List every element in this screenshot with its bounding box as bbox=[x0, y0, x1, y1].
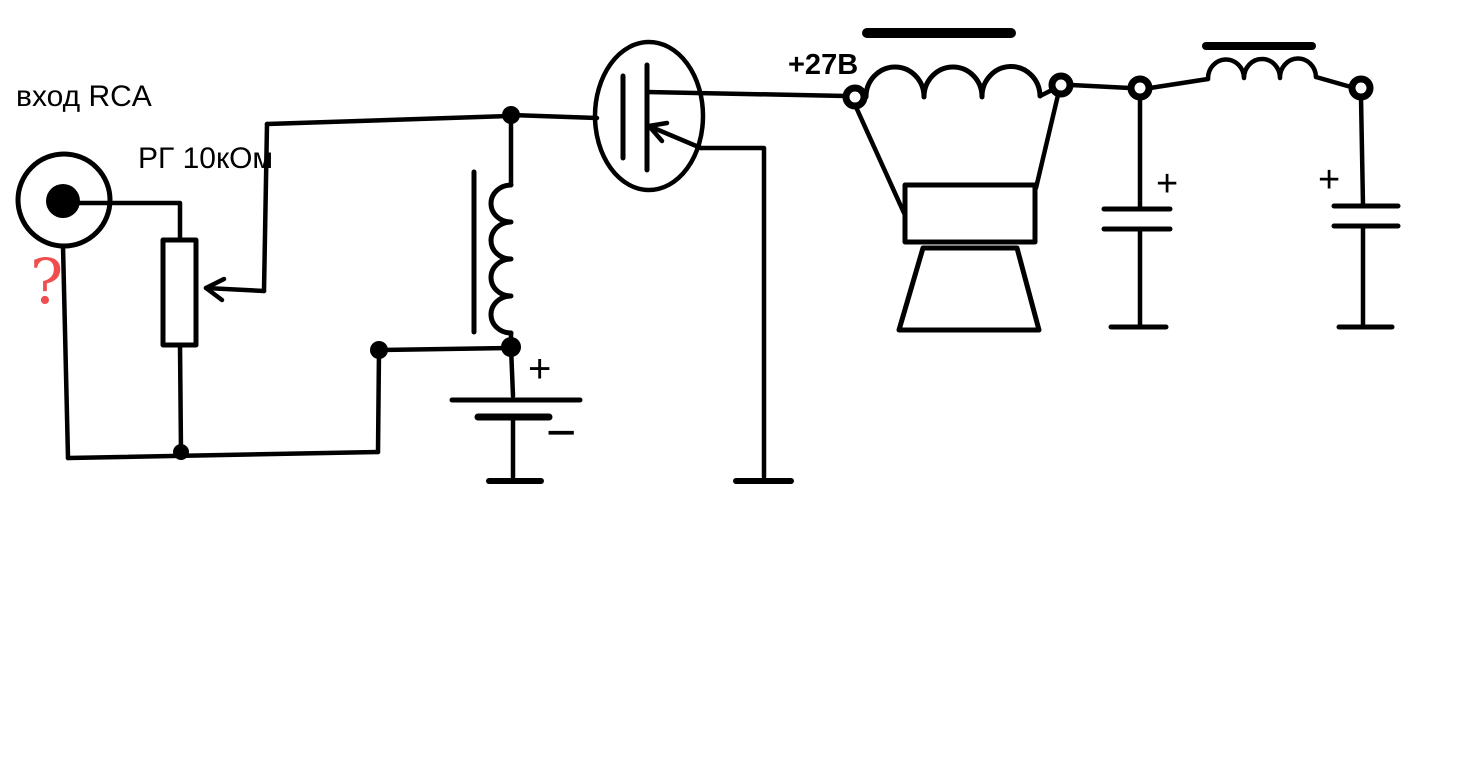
wire-to-filter-inductor bbox=[1147, 76, 1211, 91]
cap2-node-terminal bbox=[1348, 75, 1374, 101]
output-coil-symbol bbox=[842, 28, 1074, 110]
wire-to-cap1 bbox=[1068, 82, 1133, 91]
input-label: вход RCA bbox=[16, 80, 152, 113]
supply-voltage-label: +27В bbox=[788, 49, 858, 81]
junction-dots bbox=[173, 106, 521, 460]
transistor-symbol bbox=[592, 39, 849, 484]
potentiometer-body bbox=[160, 237, 199, 348]
transistor-source-arrow-icon bbox=[646, 120, 670, 144]
wires bbox=[60, 112, 600, 461]
battery-plus-label: + bbox=[528, 347, 551, 391]
cap1-node-terminal bbox=[1127, 75, 1153, 101]
wire-rca-to-pot bbox=[77, 200, 183, 243]
wire-wiper-riser bbox=[261, 121, 270, 294]
potentiometer-symbol bbox=[160, 237, 199, 348]
junction-gate-node bbox=[502, 106, 520, 124]
capacitor2-symbol bbox=[1331, 94, 1401, 330]
wire-gate bbox=[508, 112, 600, 121]
transistor-envelope bbox=[592, 39, 706, 193]
rca-center-pin bbox=[46, 184, 80, 218]
wire-top bbox=[264, 113, 513, 127]
capacitor1-symbol bbox=[1101, 94, 1173, 330]
cap1-plus-label: + bbox=[1156, 163, 1178, 205]
loudspeaker-symbol bbox=[853, 92, 1061, 333]
junction-choke-battery bbox=[501, 337, 521, 357]
wire-rca-shield-down bbox=[60, 243, 71, 461]
coil-terminal-right bbox=[1048, 72, 1074, 98]
speaker-lead-left bbox=[853, 104, 907, 216]
rca-connector-symbol bbox=[15, 151, 113, 249]
filter-section bbox=[1068, 42, 1374, 101]
coil-terminal-left bbox=[842, 84, 868, 110]
question-mark-annotation: ? bbox=[30, 245, 63, 318]
cap2-plus-label: + bbox=[1318, 159, 1340, 201]
wire-bottom-rail bbox=[65, 449, 381, 461]
cap2-top-lead bbox=[1358, 94, 1366, 208]
coil-end-link bbox=[1037, 87, 1055, 99]
wire-wiper-shaft bbox=[203, 285, 267, 294]
wire-pot-bottom bbox=[177, 342, 184, 455]
output-coil-winding bbox=[863, 64, 1043, 100]
wiper-arrow-icon bbox=[203, 276, 227, 303]
choke-inductor-symbol bbox=[471, 112, 514, 350]
speaker-cone bbox=[896, 245, 1042, 333]
transistor-drain-wire bbox=[644, 89, 849, 99]
wire-to-cap2 bbox=[1313, 74, 1354, 90]
filter-inductor-winding bbox=[1205, 56, 1319, 82]
wire-rail-riser bbox=[375, 347, 382, 455]
rca-outer-ring bbox=[15, 151, 113, 249]
speaker-magnet-box bbox=[902, 182, 1038, 245]
choke-coil bbox=[488, 182, 514, 336]
wire-mid bbox=[376, 345, 514, 353]
junction-pot-rail bbox=[173, 444, 189, 460]
transistor-source-diagonal bbox=[646, 123, 704, 151]
pot-label: РГ 10кОм bbox=[138, 142, 273, 175]
battery-minus-label: − bbox=[546, 404, 576, 462]
speaker-lead-right bbox=[1033, 92, 1061, 191]
transistor-source-wire bbox=[698, 145, 767, 480]
junction-mid-rail bbox=[370, 341, 388, 359]
